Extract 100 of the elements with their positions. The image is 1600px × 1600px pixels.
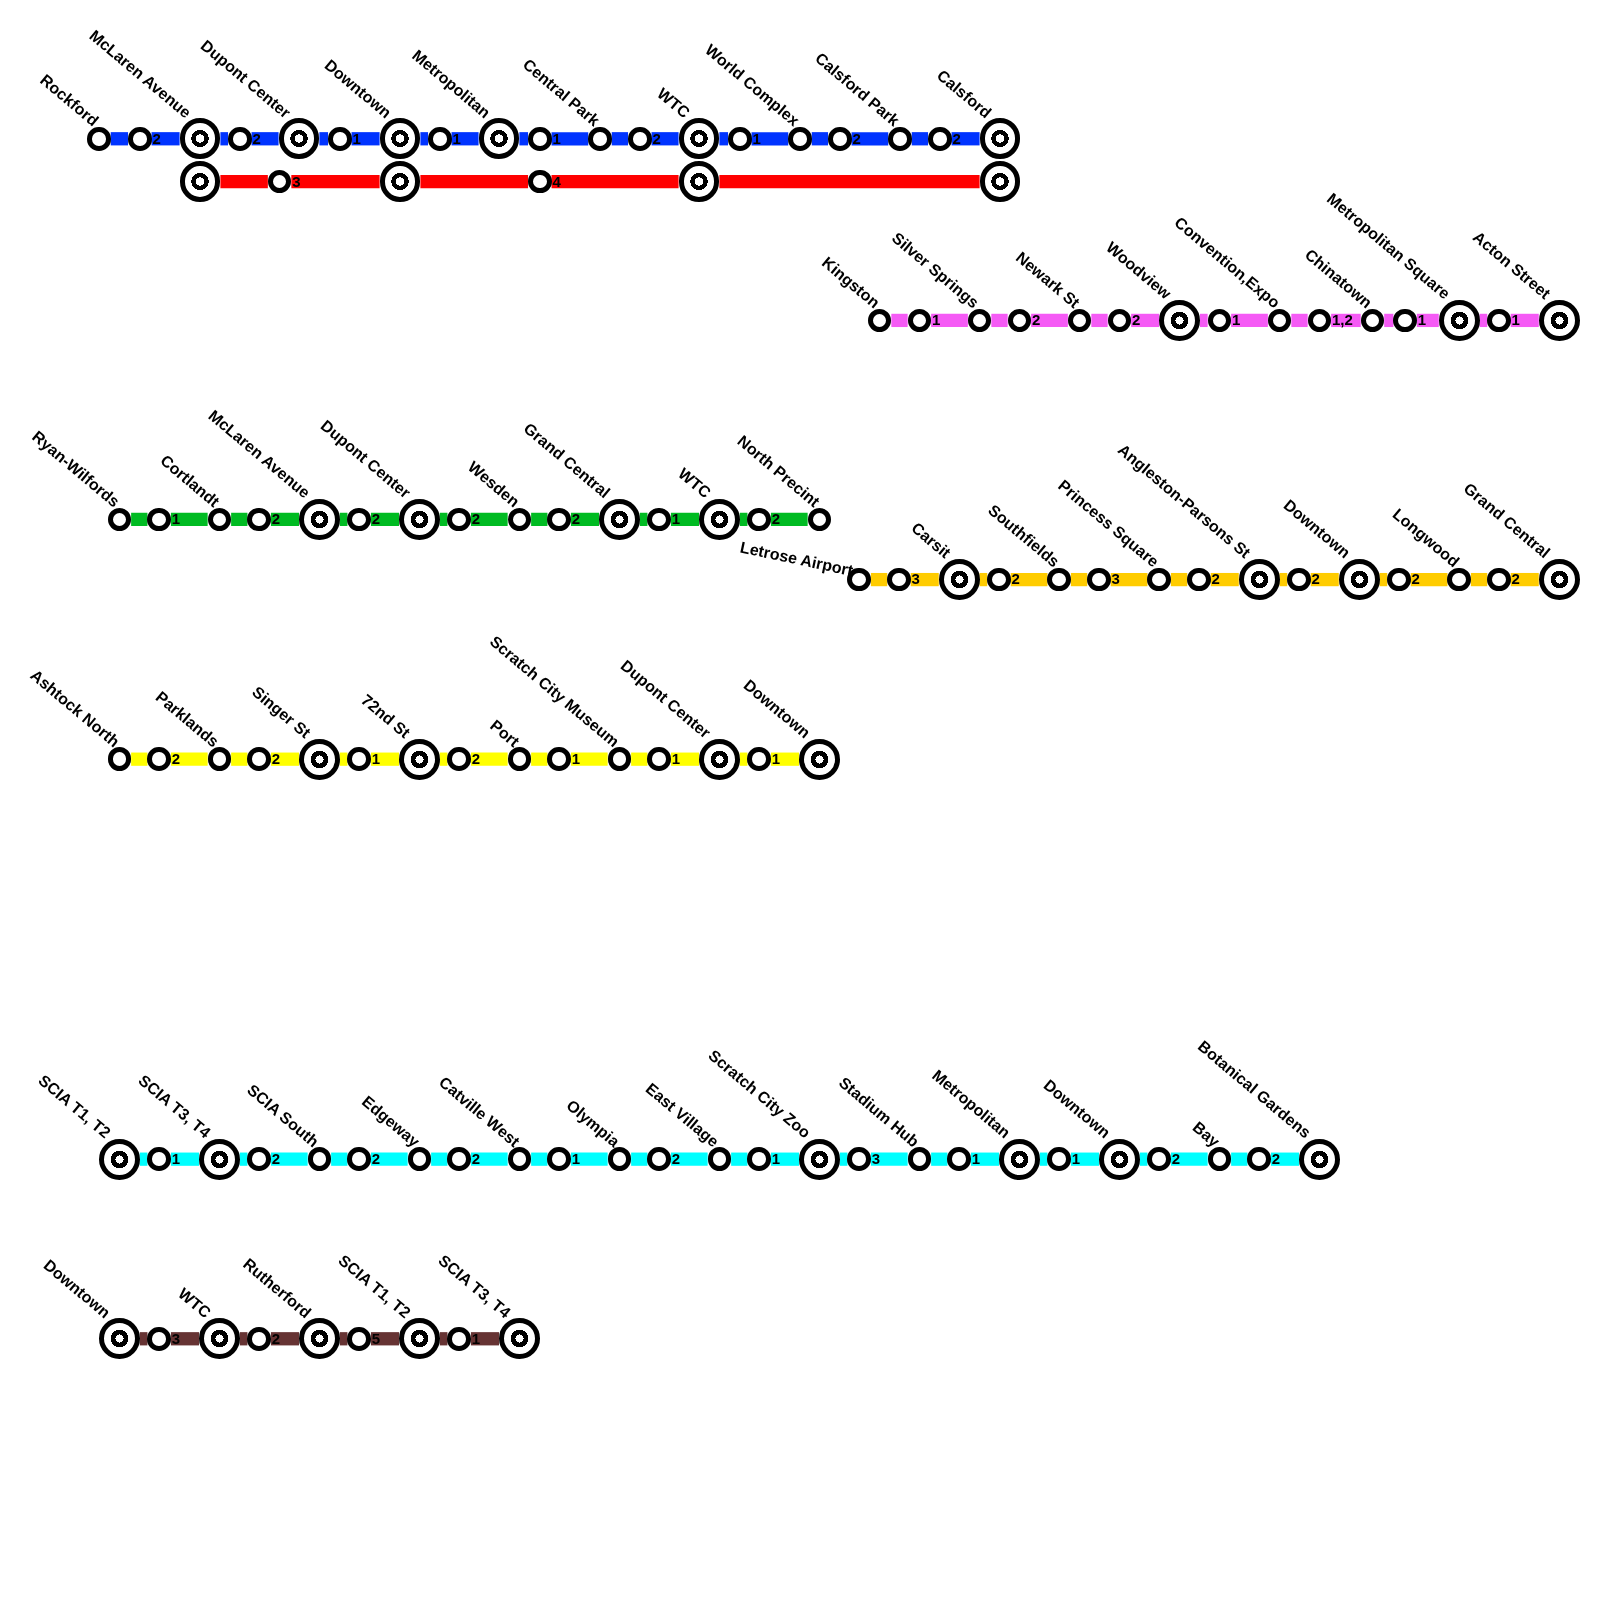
line-segment (270, 1152, 308, 1166)
line-segment (570, 752, 608, 766)
track-count: 2 (1211, 571, 1220, 588)
track-count: 4 (552, 173, 561, 190)
line-segment (1231, 1152, 1248, 1166)
track-count: 3 (911, 571, 920, 588)
track-count: 1 (1071, 1151, 1081, 1168)
line-segment (1170, 1152, 1208, 1166)
track-count: 1 (352, 130, 361, 147)
line-segment (1010, 572, 1048, 587)
line-segment (910, 572, 939, 587)
line-segment (1510, 572, 1539, 587)
line-segment (1384, 313, 1394, 328)
line-segment (1416, 313, 1439, 328)
track-count: 3 (292, 173, 301, 190)
line-segment (611, 132, 629, 146)
line-segment (891, 313, 908, 328)
track-count: 1 (671, 511, 681, 528)
track-count: 1 (171, 511, 181, 528)
line-segment (370, 512, 399, 527)
line-segment (519, 132, 529, 146)
track-count: 3 (871, 1151, 881, 1168)
line-segment (110, 132, 129, 146)
track-count: 2 (471, 511, 481, 528)
line-segment (991, 313, 1008, 328)
line-segment (731, 1152, 748, 1166)
line-segment (470, 1152, 508, 1166)
line-segment (470, 512, 508, 527)
line-segment (1131, 313, 1160, 328)
line-segment (551, 175, 679, 189)
line-segment (1110, 572, 1148, 587)
track-count: 2 (1271, 1151, 1281, 1168)
line-segment (1091, 313, 1108, 328)
line-segment (670, 752, 699, 766)
line-segment (670, 512, 699, 527)
line-segment (170, 512, 208, 527)
line-segment (751, 132, 789, 146)
line-segment (1031, 313, 1068, 328)
line-segment (370, 1332, 399, 1346)
track-count: 1 (752, 130, 761, 147)
track-count: 1 (1511, 312, 1520, 329)
track-count: 2 (952, 130, 961, 147)
line-segment (220, 175, 268, 189)
line-segment (270, 512, 299, 527)
track-count: 1 (371, 751, 381, 768)
line-segment (1291, 313, 1308, 328)
track-count: 1 (471, 1330, 481, 1347)
track-count: 1 (171, 1151, 181, 1168)
track-count: 2 (1132, 312, 1141, 329)
interchange-station (179, 161, 221, 203)
line-segment (270, 1332, 299, 1346)
line-segment (631, 1152, 648, 1166)
line-segment (1470, 572, 1488, 587)
line-segment (131, 752, 148, 766)
line-segment (251, 132, 279, 146)
track-count: 2 (371, 511, 381, 528)
line-segment (1510, 313, 1539, 328)
track-count: 1 (571, 1151, 581, 1168)
line-segment (651, 132, 679, 146)
interchange-station (379, 161, 421, 203)
line-segment (1200, 313, 1208, 328)
interchange-station (678, 161, 720, 203)
line-segment (570, 1152, 608, 1166)
line-segment (170, 752, 208, 766)
line-segment (870, 572, 888, 587)
track-count: 2 (171, 751, 181, 768)
track-count: 2 (1011, 571, 1020, 588)
track-count: 2 (471, 1151, 481, 1168)
station-name: Letrose Airport (738, 538, 855, 580)
track-count: 2 (1171, 1151, 1181, 1168)
track-count: 2 (271, 1330, 281, 1347)
line-segment (331, 1152, 348, 1166)
track-count: 2 (652, 130, 661, 147)
line-segment (1170, 572, 1188, 587)
track-count: 1 (771, 751, 781, 768)
line-segment (170, 1332, 199, 1346)
line-segment (570, 512, 599, 527)
track-count: 1 (671, 751, 681, 768)
line-segment (1210, 572, 1239, 587)
track-count: 2 (252, 130, 261, 147)
track-count: 1 (1232, 312, 1241, 329)
line-segment (1270, 1152, 1299, 1166)
line-segment (270, 752, 299, 766)
line-segment (231, 752, 248, 766)
line-segment (631, 752, 648, 766)
line-segment (470, 1332, 499, 1346)
line-segment (719, 175, 980, 189)
line-segment (811, 132, 829, 146)
track-count: 3 (171, 1330, 181, 1347)
line-segment (770, 512, 808, 527)
track-count: 3 (1111, 571, 1120, 588)
line-segment (531, 1152, 548, 1166)
line-segment (370, 752, 399, 766)
track-count: 1,2 (1332, 312, 1353, 329)
track-count: 1 (552, 130, 561, 147)
line-segment (551, 132, 589, 146)
track-count: 1 (571, 751, 581, 768)
track-count: 2 (571, 511, 581, 528)
line-segment (231, 512, 248, 527)
track-count: 1 (452, 130, 461, 147)
